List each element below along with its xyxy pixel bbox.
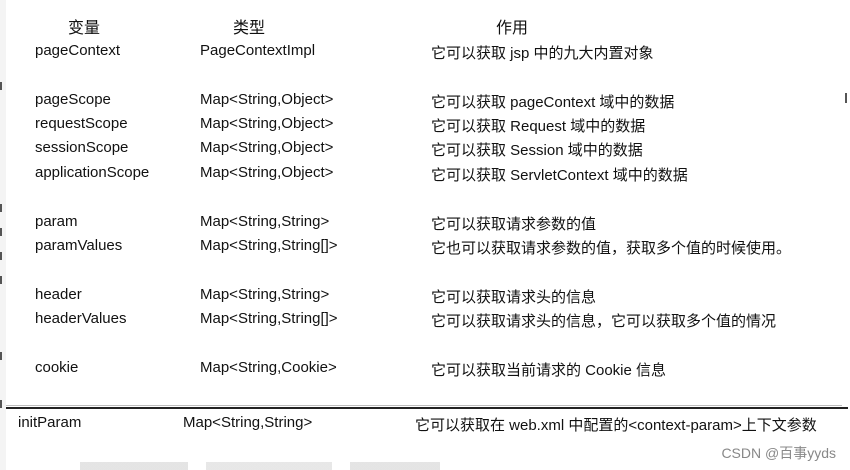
cell-type: Map<String,String> [200, 286, 330, 303]
cell-purpose: 它可以获取 Request 域中的数据 [431, 118, 646, 135]
table-row: applicationScope Map<String,Object> 它可以获… [6, 164, 842, 186]
cell-type: Map<String,String[]> [200, 310, 338, 327]
edge-mark [0, 352, 7, 360]
cell-variable: pageScope [35, 91, 111, 108]
cell-purpose: 它可以获取请求头的信息 [431, 289, 597, 306]
cell-purpose: 它可以获取在 web.xml 中配置的<context-param>上下文参数 [415, 417, 817, 434]
cell-variable: requestScope [35, 115, 128, 132]
watermark: CSDN @百事yyds [721, 445, 836, 461]
table-row: requestScope Map<String,Object> 它可以获取 Re… [6, 115, 842, 137]
cell-purpose: 它可以获取当前请求的 Cookie 信息 [431, 362, 667, 379]
edge-mark [0, 400, 7, 408]
header-variable: 变量 [68, 20, 101, 37]
table-row: sessionScope Map<String,Object> 它可以获取 Se… [6, 139, 842, 161]
implicit-objects-table: 变量 类型 作用 pageContext PageContextImpl 它可以… [6, 0, 842, 406]
cell-variable: paramValues [35, 237, 123, 254]
cell-purpose: 它也可以获取请求参数的值，获取多个值的时候使用。 [431, 240, 792, 257]
cell-variable: param [35, 213, 78, 230]
table-row: headerValues Map<String,String[]> 它可以获取请… [6, 310, 842, 332]
edge-mark [0, 252, 7, 260]
edge-mark [841, 93, 847, 103]
table-row: header Map<String,String> 它可以获取请求头的信息 [6, 286, 842, 308]
cell-purpose: 它可以获取 ServletContext 域中的数据 [431, 167, 688, 184]
table-row: pageScope Map<String,Object> 它可以获取 pageC… [6, 91, 842, 113]
cell-type: Map<String,String[]> [200, 237, 338, 254]
cell-variable: header [35, 286, 82, 303]
cell-variable: cookie [35, 359, 79, 376]
cell-type: PageContextImpl [200, 42, 316, 59]
cell-variable: headerValues [35, 310, 127, 327]
cell-variable: applicationScope [35, 164, 150, 181]
cell-variable: pageContext [35, 42, 121, 59]
edge-mark [0, 276, 7, 284]
cell-purpose: 它可以获取 Session 域中的数据 [431, 142, 643, 159]
edge-mark [0, 82, 7, 90]
cropped-text-fragment [80, 462, 440, 470]
cell-type: Map<String,String> [200, 213, 330, 230]
left-page-edge [0, 0, 6, 470]
cell-type: Map<String,Object> [200, 115, 334, 132]
cell-variable: initParam [18, 414, 82, 431]
cell-purpose: 它可以获取 jsp 中的九大内置对象 [431, 45, 654, 62]
cell-purpose: 它可以获取请求头的信息，它可以获取多个值的情况 [431, 313, 777, 330]
header-type: 类型 [233, 20, 266, 37]
table-row: cookie Map<String,Cookie> 它可以获取当前请求的 Coo… [6, 359, 842, 381]
cell-purpose: 它可以获取 pageContext 域中的数据 [431, 94, 675, 111]
table-row: pageContext PageContextImpl 它可以获取 jsp 中的… [6, 42, 842, 64]
cell-type: Map<String,Object> [200, 139, 334, 156]
table-row: param Map<String,String> 它可以获取请求参数的值 [6, 213, 842, 235]
cell-type: Map<String,String> [183, 414, 313, 431]
edge-mark [0, 228, 7, 236]
cell-type: Map<String,Object> [200, 164, 334, 181]
table-separator [6, 407, 848, 409]
edge-mark [0, 204, 7, 212]
cell-type: Map<String,Cookie> [200, 359, 337, 376]
header-purpose: 作用 [496, 20, 529, 37]
cell-type: Map<String,Object> [200, 91, 334, 108]
cell-purpose: 它可以获取请求参数的值 [431, 216, 597, 233]
table-row-initparam: initParam Map<String,String> 它可以获取在 web.… [0, 414, 850, 436]
table-row: paramValues Map<String,String[]> 它也可以获取请… [6, 237, 842, 259]
cell-variable: sessionScope [35, 139, 129, 156]
